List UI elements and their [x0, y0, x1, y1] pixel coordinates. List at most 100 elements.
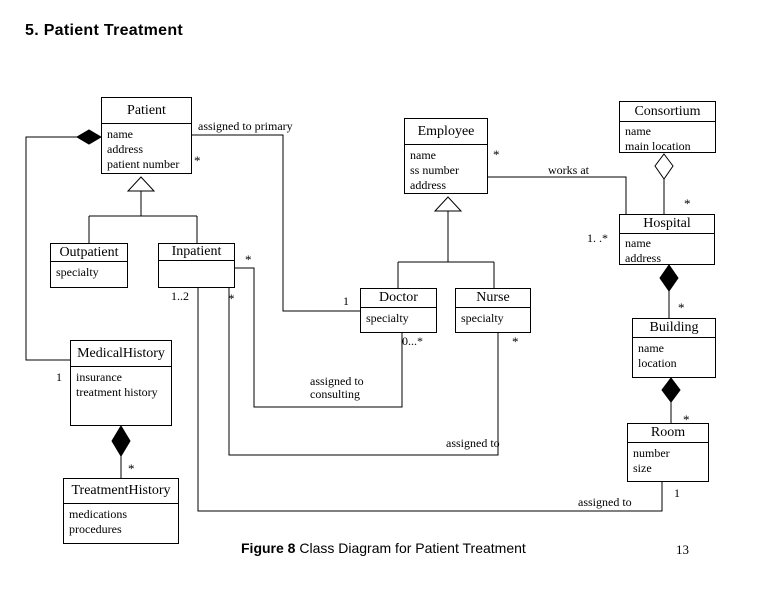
class-inpatient-attributes	[159, 261, 234, 264]
class-doctor: Doctor specialty	[360, 288, 437, 333]
attribute: address	[107, 142, 143, 156]
figure-caption: Figure 8 Class Diagram for Patient Treat…	[241, 540, 526, 556]
class-building-attributes: name location	[633, 338, 715, 371]
attribute: address	[410, 178, 446, 192]
medicalhistory-treatmenthistory-composition	[111, 425, 131, 478]
page-number: 13	[676, 542, 689, 557]
multiplicity-hospital-works: 1. .*	[587, 231, 608, 245]
class-employee-title: Employee	[405, 119, 487, 145]
class-treatment-history: TreatmentHistory medications procedures	[63, 478, 179, 544]
class-nurse-title: Nurse	[456, 289, 530, 308]
composition-diamond-icon	[659, 264, 679, 292]
class-hospital-attributes: name address	[620, 234, 714, 266]
composition-diamond-icon	[661, 377, 681, 403]
consortium-hospital-aggregation	[654, 153, 674, 214]
class-outpatient-title: Outpatient	[51, 244, 127, 262]
attribute: name	[625, 236, 651, 250]
attribute: specialty	[366, 311, 409, 325]
multiplicity-building: *	[678, 300, 685, 315]
aggregation-diamond-icon	[654, 153, 674, 180]
multiplicity-inpatient-nurse: *	[228, 291, 235, 306]
attribute: procedures	[69, 522, 122, 536]
class-patient-title: Patient	[102, 98, 191, 124]
multiplicity-inpatient-room: 1..2	[171, 289, 189, 303]
attribute: ss number	[410, 163, 459, 177]
class-inpatient-title: Inpatient	[159, 244, 234, 261]
composition-diamond-icon	[111, 425, 131, 457]
multiplicity-doctor-primary: 1	[343, 294, 349, 308]
multiplicity-hospital-consortium: *	[684, 196, 691, 211]
multiplicity-treatment-history: *	[128, 461, 135, 476]
class-outpatient: Outpatient specialty	[50, 243, 128, 288]
class-outpatient-attributes: specialty	[51, 262, 127, 280]
label-assigned-to-room: assigned to	[578, 495, 632, 509]
class-nurse: Nurse specialty	[455, 288, 531, 333]
label-assigned-to-consulting-line2: consulting	[310, 387, 360, 401]
attribute: specialty	[461, 311, 504, 325]
class-room: Room number size	[627, 423, 709, 482]
figure-caption-text: Class Diagram for Patient Treatment	[295, 540, 526, 556]
building-room-composition	[661, 377, 681, 423]
attribute: medications	[69, 507, 127, 521]
inheritance-triangle-icon	[126, 176, 156, 192]
attribute: address	[625, 251, 661, 265]
label-assigned-to-nurse: assigned to	[446, 436, 500, 450]
multiplicity-inpatient-consulting: *	[245, 252, 252, 267]
attribute: insurance	[76, 370, 122, 384]
assigned-to-room-line	[197, 288, 663, 512]
works-at-line	[488, 176, 627, 214]
label-assigned-to-consulting-line1: assigned to	[310, 374, 364, 388]
attribute: name	[638, 341, 664, 355]
attribute: specialty	[56, 265, 99, 279]
attribute: size	[633, 461, 652, 475]
attribute: name	[625, 124, 651, 138]
multiplicity-room-assigned: 1	[674, 486, 680, 500]
assigned-to-consulting-line	[235, 267, 403, 408]
class-room-title: Room	[628, 424, 708, 443]
class-employee-attributes: name ss number address	[405, 145, 487, 193]
multiplicity-patient-primary: *	[194, 153, 201, 168]
class-consortium: Consortium name main location	[619, 101, 716, 153]
class-building: Building name location	[632, 318, 716, 378]
multiplicity-doctor-consulting: 0...*	[402, 334, 423, 348]
assigned-to-nurse-line	[228, 288, 499, 456]
attribute: main location	[625, 139, 691, 153]
class-patient-attributes: name address patient number	[102, 124, 191, 172]
class-medical-history-title: MedicalHistory	[71, 341, 171, 367]
class-doctor-title: Doctor	[361, 289, 436, 308]
multiplicity-employee-works: *	[493, 147, 500, 162]
class-hospital: Hospital name address	[619, 214, 715, 265]
employee-generalization	[397, 196, 495, 288]
class-nurse-attributes: specialty	[456, 308, 530, 326]
page-title: 5. Patient Treatment	[25, 22, 184, 39]
multiplicity-nurse-assigned: *	[512, 334, 519, 349]
class-medical-history-attributes: insurance treatment history	[71, 367, 171, 400]
attribute: name	[410, 148, 436, 162]
class-consortium-attributes: name main location	[620, 122, 715, 154]
attribute: patient number	[107, 157, 180, 171]
multiplicity-medical-history: 1	[56, 370, 62, 384]
class-building-title: Building	[633, 319, 715, 338]
hospital-building-composition	[659, 264, 679, 318]
class-employee: Employee name ss number address	[404, 118, 488, 194]
class-hospital-title: Hospital	[620, 215, 714, 234]
composition-diamond-icon	[76, 129, 102, 145]
patient-generalization	[88, 176, 198, 243]
attribute: treatment history	[76, 385, 158, 399]
patient-medicalhistory-composition	[25, 129, 102, 361]
class-treatment-history-attributes: medications procedures	[64, 504, 178, 537]
class-doctor-attributes: specialty	[361, 308, 436, 326]
label-assigned-to-primary: assigned to primary	[198, 119, 293, 133]
attribute: location	[638, 356, 677, 370]
class-medical-history: MedicalHistory insurance treatment histo…	[70, 340, 172, 426]
assigned-to-primary-line	[192, 134, 360, 312]
class-treatment-history-title: TreatmentHistory	[64, 479, 178, 504]
class-room-attributes: number size	[628, 443, 708, 476]
attribute: name	[107, 127, 133, 141]
class-patient: Patient name address patient number	[101, 97, 192, 174]
inheritance-triangle-icon	[433, 196, 463, 212]
class-consortium-title: Consortium	[620, 102, 715, 122]
multiplicity-room: *	[683, 412, 690, 427]
